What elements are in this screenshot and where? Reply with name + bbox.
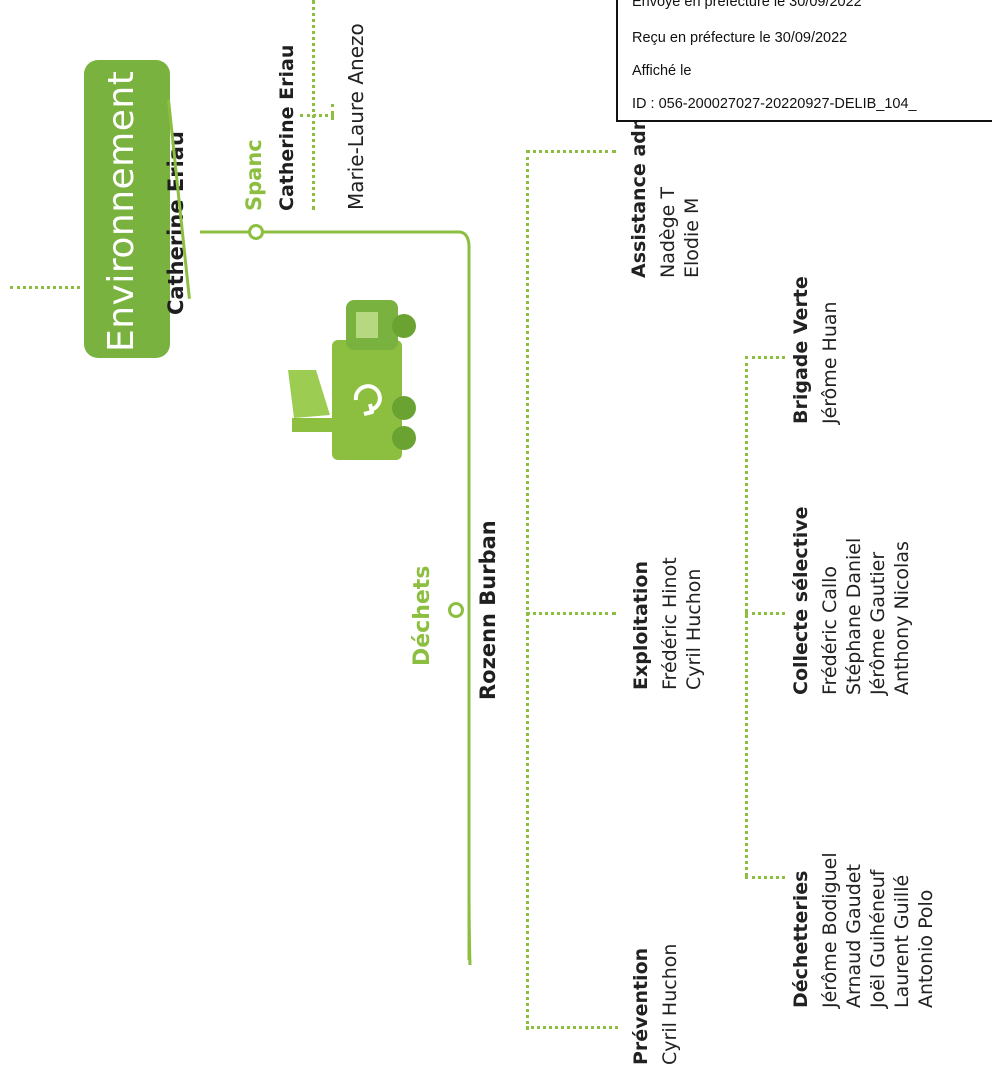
connector-collecte (745, 612, 785, 615)
connector-brigade (745, 356, 785, 359)
connector-dechets-spine (526, 150, 529, 1030)
spanc-member: Marie-Laure Anezo (344, 23, 368, 210)
collecte-selective-member: Stéphane Daniel (843, 537, 865, 695)
spanc-title: Spanc (242, 139, 266, 211)
connector-spanc-member (300, 114, 334, 117)
dechets-responsible: Rozenn Burban (476, 520, 500, 700)
exploitation-member: Frédéric Hinot (659, 557, 681, 690)
connector-spanc-top (312, 0, 315, 210)
collecte-selective-member: Jérôme Gautier (867, 551, 889, 695)
brigade-verte-title: Brigade Verte (790, 276, 812, 424)
collecte-selective-member: Anthony Nicolas (891, 541, 913, 695)
dechets-node-icon (448, 602, 464, 618)
environnement-title: Environnement (101, 70, 142, 352)
collecte-selective-member: Frédéric Callo (819, 565, 841, 695)
environnement-responsible: Catherine Eriau (164, 131, 188, 315)
connector-spanc-member-v (331, 104, 334, 120)
collecte-selective-group: Collecte sélective Frédéric Callo Stépha… (790, 506, 913, 695)
dechetteries-group: Déchetteries Jérôme Bodiguel Arnaud Gaud… (790, 852, 937, 1008)
stamp-received-line: Reçu en préfecture le 30/09/2022 (632, 30, 848, 46)
connector-dechetteries (745, 876, 785, 879)
assistance-member: Elodie M (681, 197, 703, 278)
assistance-title: Assistance adm (628, 110, 650, 278)
stamp-sent-line: Envoyé en préfecture le 30/09/2022 (632, 0, 862, 10)
connector-prevention (526, 1026, 618, 1029)
spanc-node-icon (248, 224, 264, 240)
prevention-member: Cyril Huchon (659, 943, 681, 1065)
stamp-id-line: ID : 056-200027027-20220927-DELIB_104_ (632, 96, 917, 112)
environnement-box (84, 60, 170, 358)
brigade-verte-member: Jérôme Huan (819, 301, 841, 424)
prevention-group: Prévention Cyril Huchon (630, 943, 681, 1065)
dechetteries-member: Antonio Polo (915, 889, 937, 1008)
exploitation-member: Cyril Huchon (683, 568, 705, 690)
garbage-truck-icon (288, 300, 416, 460)
stamp-displayed-line: Affiché le (632, 63, 692, 79)
prefecture-stamp (616, 0, 992, 122)
spanc-responsible: Catherine Eriau (276, 44, 298, 211)
dechetteries-member: Jérôme Bodiguel (819, 852, 841, 1008)
assistance-member: Nadège T (657, 186, 679, 278)
connector-assistance (526, 150, 616, 153)
exploitation-title: Exploitation (630, 561, 652, 690)
dechetteries-title: Déchetteries (790, 870, 812, 1008)
dechetteries-member: Arnaud Gaudet (843, 864, 865, 1008)
prevention-title: Prévention (630, 947, 652, 1065)
assistance-group: Assistance adm Nadège T Elodie M (628, 110, 703, 278)
dechetteries-member: Laurent Guillé (891, 874, 913, 1008)
dechets-title: Déchets (410, 565, 435, 666)
connector-exploitation-children (745, 356, 748, 876)
connector-left-dots (10, 286, 80, 289)
brigade-verte-group: Brigade Verte Jérôme Huan (790, 276, 841, 424)
collecte-selective-title: Collecte sélective (790, 506, 812, 695)
exploitation-group: Exploitation Frédéric Hinot Cyril Huchon (630, 557, 705, 690)
dechetteries-member: Joël Guihéneuf (867, 869, 889, 1008)
recycle-icon (353, 384, 382, 416)
connector-exploitation (526, 612, 616, 615)
